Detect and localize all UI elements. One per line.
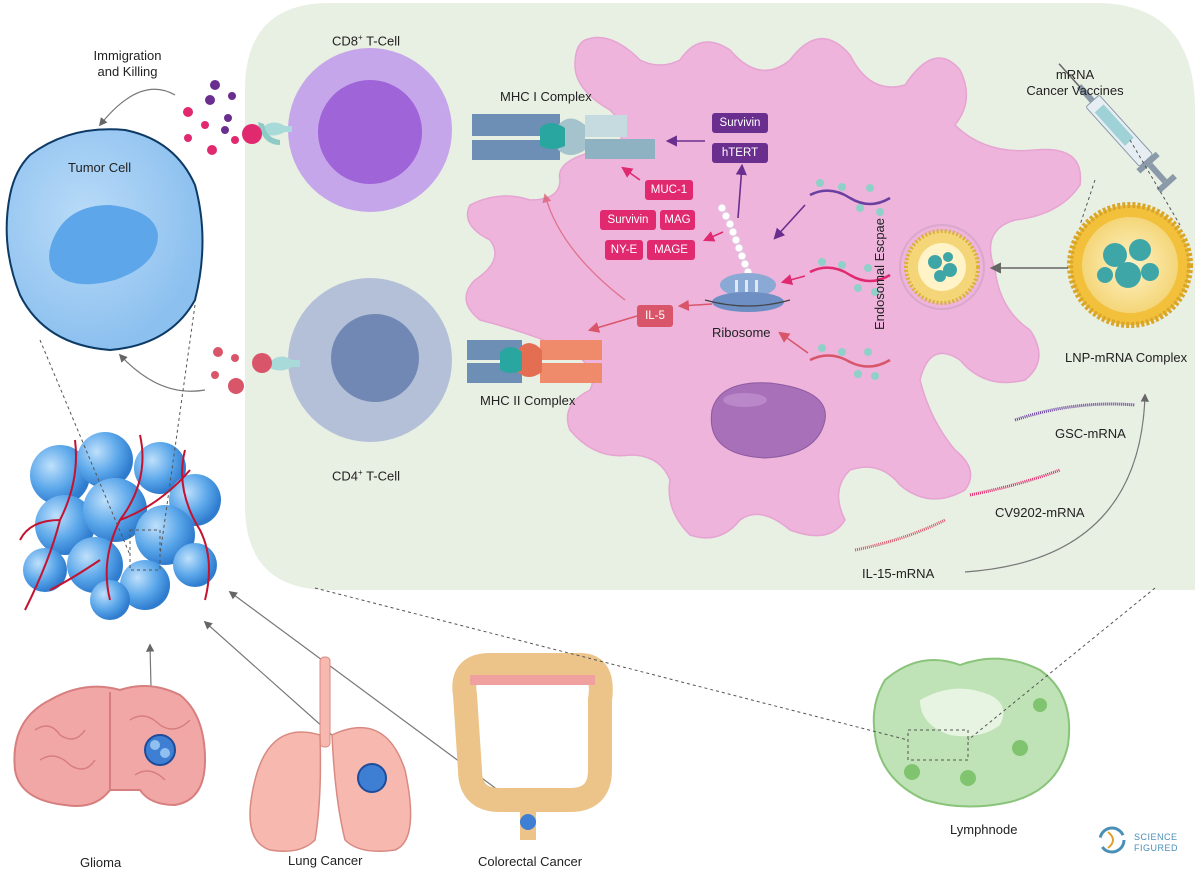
arrow-cell-to-mhc1-red (542, 193, 626, 301)
lymphnode-zoom-line-left (314, 587, 909, 741)
lymphnode-organ (872, 657, 1071, 808)
cytokine-dots-cd8 (183, 80, 239, 155)
colorectal-cancer-label: Colorectal Cancer (478, 854, 583, 869)
cd4-tcr-receptor (252, 353, 300, 373)
mrna-vaccines-label: mRNA Cancer Vaccines (1026, 67, 1124, 98)
tumor-zoom-line-right (159, 304, 196, 556)
logo-text: SCIENCE FIGURED (1134, 832, 1178, 853)
glioma-label: Glioma (80, 855, 122, 870)
antigen-il5: IL-5 (637, 305, 673, 327)
gsc-mrna-label: GSC-mRNA (1055, 426, 1126, 441)
tumor-zoom-line-left (39, 339, 131, 556)
immigration-killing-label: Immigration and Killing (93, 48, 162, 79)
mhc1-label: MHC I Complex (500, 89, 592, 104)
syringe-zoom-line-right (1129, 139, 1181, 226)
arrow-ribosome-to-htert (735, 163, 747, 219)
arrow-antigens-to-mhc1 (621, 166, 641, 181)
mrna-strand-bottom (809, 344, 891, 380)
antigen-mag: MAG (660, 210, 695, 230)
brain-glioma-organ (13, 685, 207, 807)
killing-arrow (98, 88, 176, 127)
ribosome-icon (704, 273, 791, 312)
lnp-complex-label: LNP-mRNA Complex (1065, 350, 1188, 365)
arrow-mrna-to-lnp (964, 393, 1149, 573)
antigen-survivin-mhc1: Survivin (712, 113, 768, 133)
il15-mrna-strand (854, 518, 946, 552)
mhc2-complex (467, 340, 602, 383)
ribosome-label: Ribosome (712, 325, 771, 340)
tumor-zoom-box (129, 529, 161, 571)
cd8-t-cell-label: CD8+ T-Cell (332, 33, 401, 49)
arrow-ribosome-to-il5 (677, 299, 713, 312)
antigen-nye: NY-E (605, 240, 643, 260)
arrow-mrna1-to-ribosome (773, 204, 806, 240)
tumor-mass (19, 432, 221, 620)
antigen-muc1: MUC-1 (645, 180, 693, 200)
science-figured-logo (1098, 826, 1126, 854)
nucleus-highlight (723, 393, 767, 407)
lymphnode-zoom-box (907, 729, 969, 761)
cv9202-mrna-strand (969, 468, 1061, 497)
arrow-mrna2-to-ribosome (780, 274, 806, 286)
lnp-mrna-complex (1067, 202, 1193, 328)
antigen-mage: MAGE (647, 240, 695, 260)
arrow-ribosome-to-antigens (702, 231, 724, 242)
peptide-chain (717, 203, 753, 277)
arrow-mrna3-to-ribosome (778, 331, 809, 354)
lymphnode-label: Lymphnode (950, 822, 1018, 837)
antigen-htert: hTERT (712, 143, 768, 163)
cd8-tcr-receptor (242, 122, 292, 145)
lungs-organ (249, 656, 412, 852)
gsc-mrna-strand (1014, 402, 1136, 422)
cd8-nucleus (318, 80, 422, 184)
cd4-killing-arrow (118, 353, 206, 392)
cv9202-mrna-label: CV9202-mRNA (995, 505, 1085, 520)
lymphnode-zoom-line-right (967, 587, 1156, 741)
tumor-nucleus (49, 205, 158, 285)
mrna-strand-top (809, 179, 891, 216)
mhc1-complex (472, 114, 655, 160)
lung-cancer-label: Lung Cancer (288, 853, 363, 868)
syringe-icon (1058, 63, 1177, 194)
arrow-il5-to-mhc2 (587, 315, 638, 333)
syringe-zoom-line-left (1079, 179, 1096, 226)
colon-organ (452, 653, 613, 840)
endosomal-escape-label: Endosomal Escpae (872, 217, 887, 330)
endosome (899, 224, 985, 310)
mrna-strand-middle (809, 258, 891, 296)
cytokine-dots-cd4 (211, 347, 244, 394)
cd4-nucleus (331, 314, 419, 402)
tumor-cell-label: Tumor Cell (68, 160, 132, 175)
cd4-t-cell-label: CD4+ T-Cell (332, 468, 401, 484)
il15-mrna-label: IL-15-mRNA (862, 566, 935, 581)
antigen-survivin: Survivin (600, 210, 656, 230)
mhc2-label: MHC II Complex (480, 393, 576, 408)
